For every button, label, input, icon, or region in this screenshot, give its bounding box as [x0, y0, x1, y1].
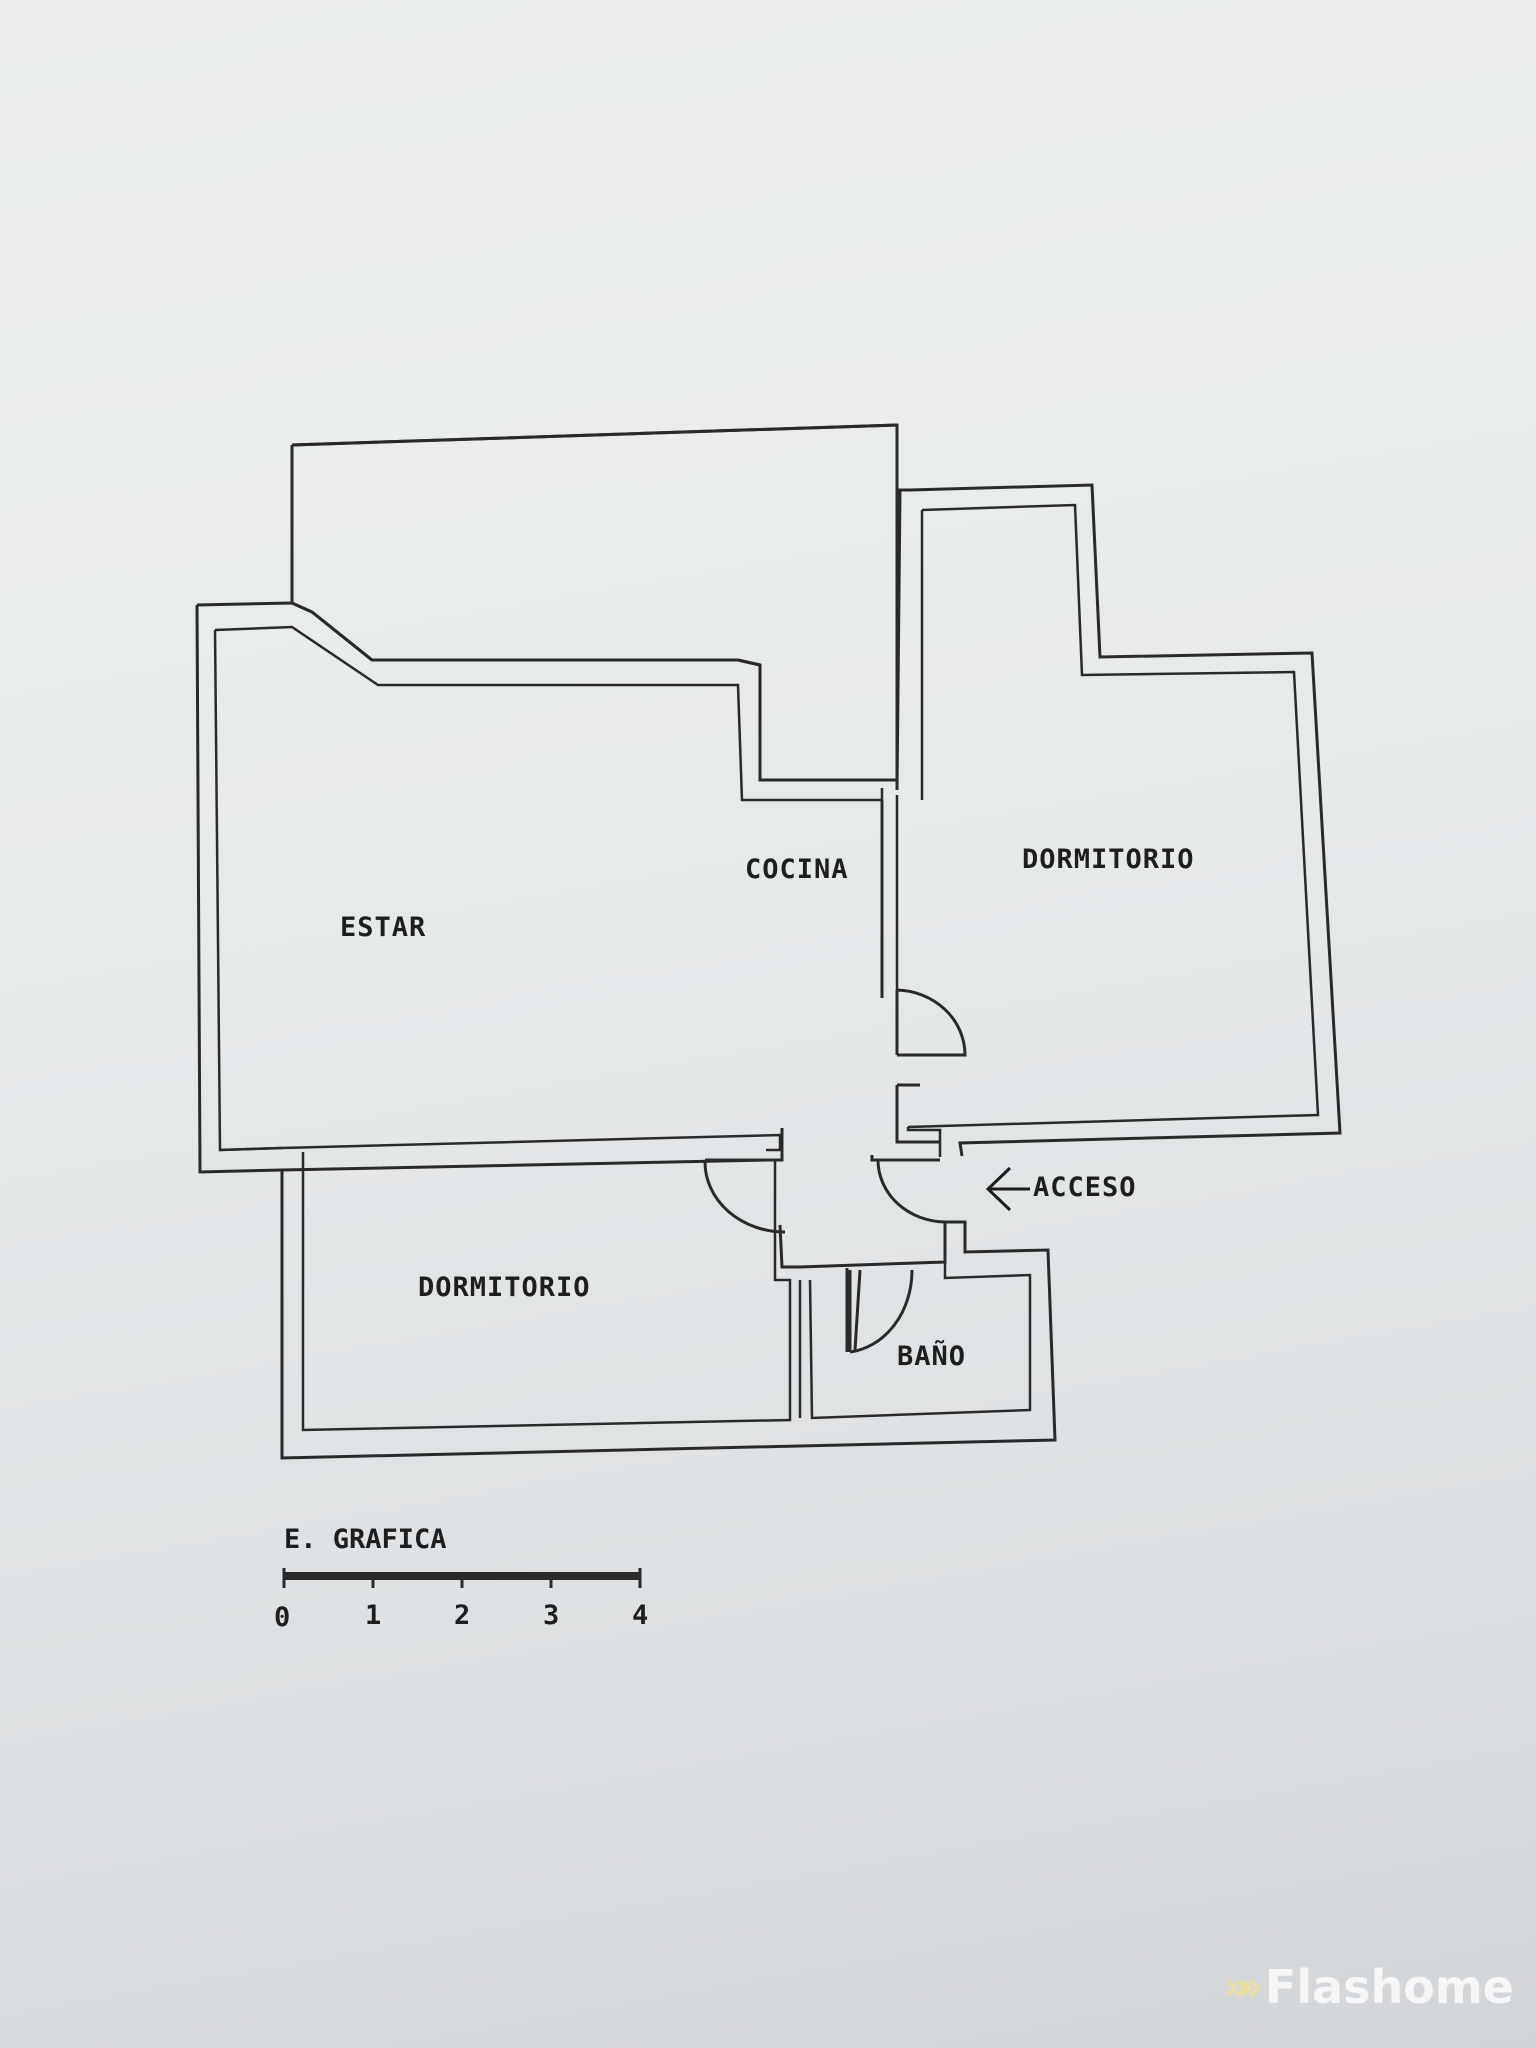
scale-tick-4: 4	[632, 1600, 648, 1631]
scale-tick-1: 1	[365, 1600, 381, 1631]
scale-tick-2: 2	[454, 1600, 470, 1631]
room-label-dormitorio-right: DORMITORIO	[1022, 844, 1195, 875]
terrace-outline	[290, 423, 899, 782]
room-label-estar: ESTAR	[340, 912, 426, 943]
scale-tick-0: 0	[274, 1602, 290, 1633]
scale-title: E. GRAFICA	[284, 1524, 447, 1555]
scale-bar	[282, 1568, 642, 1588]
room-label-dormitorio-lower: DORMITORIO	[418, 1272, 591, 1303]
door-bathroom	[848, 1269, 914, 1354]
watermark: »» Flashome	[1223, 1960, 1514, 2014]
bedroom-lower-walls	[280, 1152, 1057, 1460]
door-entrance	[876, 1158, 946, 1224]
scale-tick-3: 3	[543, 1600, 559, 1631]
corridor-walls	[845, 1083, 920, 1352]
door-bedroom-right	[895, 988, 967, 1057]
estar-walls	[195, 601, 899, 1174]
room-label-cocina: COCINA	[745, 854, 849, 885]
room-label-bano: BAÑO	[897, 1340, 966, 1372]
watermark-text: Flashome	[1264, 1960, 1514, 2014]
access-label: ACCESO	[1033, 1172, 1137, 1203]
double-chevron-logo-icon: »»	[1223, 1964, 1263, 2010]
door-bedroom-lower	[703, 1158, 786, 1234]
access-arrow-icon	[985, 1166, 1030, 1212]
bedroom-right-walls	[895, 483, 1342, 1157]
